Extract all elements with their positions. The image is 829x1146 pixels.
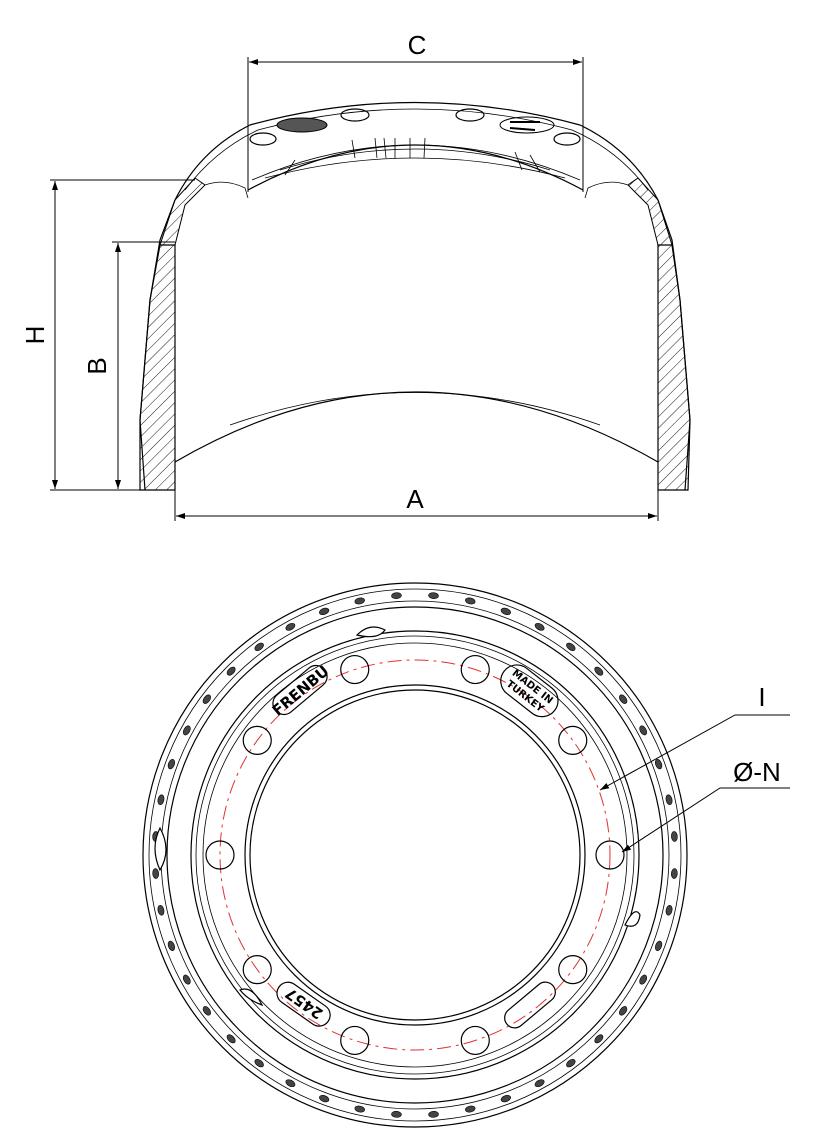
left-wall-section — [139, 244, 176, 491]
dimension-i: I — [599, 682, 790, 791]
rim-dot — [665, 794, 673, 805]
rim-dot — [566, 642, 576, 651]
dimension-c: C — [247, 30, 584, 192]
rim-dot — [152, 868, 159, 879]
bolt-hole — [340, 654, 370, 685]
rim-dot — [354, 1105, 365, 1113]
rim-dot — [391, 592, 402, 599]
bolt-holes — [205, 654, 625, 1056]
flange-outer — [190, 630, 640, 1080]
rim-dot — [391, 1111, 402, 1118]
dimension-label-n: Ø-N — [733, 757, 781, 787]
rim-inner-2 — [166, 606, 664, 1104]
rim-dot — [226, 1034, 236, 1044]
rim-dot — [654, 940, 663, 951]
rim-dot — [428, 592, 439, 599]
outer-rim-2 — [148, 588, 682, 1122]
rim-dot — [619, 694, 628, 704]
bolt-hole — [558, 725, 588, 755]
rim-dot — [654, 759, 663, 770]
hub-bore-outer — [244, 684, 586, 1026]
brand-embossing: FRENBU — [269, 662, 333, 720]
bolt-hole — [595, 840, 625, 870]
flange-inner-arc — [247, 144, 584, 191]
dimension-label-b: B — [82, 357, 112, 374]
hub-bore — [249, 689, 581, 1021]
dimension-label-i: I — [758, 682, 765, 712]
rim-dot — [500, 607, 511, 616]
rim-dot — [566, 1059, 576, 1068]
rim-dot — [157, 905, 165, 916]
bolt-circle-centerline — [219, 659, 611, 1051]
hub-opening-arc-2 — [279, 148, 551, 171]
rim-dot — [671, 868, 678, 879]
left-shoulder-section — [159, 177, 206, 246]
rim-dot — [167, 940, 176, 951]
rim-dot — [428, 1111, 439, 1118]
flange-outer-2 — [195, 635, 635, 1075]
rim-dot — [465, 597, 476, 605]
bolt-hole — [242, 725, 272, 755]
part-number-plate: 2457 — [276, 981, 331, 1027]
dimension-a: A — [174, 455, 659, 521]
dimension-label-h: H — [20, 326, 50, 345]
bolt-hole — [242, 955, 272, 985]
bolt-hole — [205, 840, 235, 870]
rim-dot — [157, 794, 165, 805]
rim-dots — [152, 592, 678, 1118]
side-embossing-plates — [276, 116, 555, 134]
shoulder-notches — [204, 181, 629, 199]
dimension-label-c: C — [408, 30, 427, 60]
flange-bolt-holes — [249, 108, 581, 146]
bottom-plan-view: FRENBU MADE IN TURKEY 2457 I Ø-N — [142, 582, 790, 1128]
bolt-hole — [460, 1025, 490, 1056]
right-shoulder-section — [627, 177, 673, 246]
rim-dot — [202, 1006, 211, 1016]
rim-dot — [639, 974, 648, 985]
hub-ribs — [284, 137, 541, 176]
dimension-label-a: A — [406, 484, 424, 514]
bolt-hole — [460, 654, 490, 685]
rim-dot — [465, 1105, 476, 1113]
rim-dot — [167, 759, 176, 770]
rim-dot — [319, 607, 330, 616]
outer-profile — [139, 101, 691, 491]
rim-dot — [285, 622, 296, 631]
rim-dot — [619, 1006, 628, 1016]
drum-bottom-edge — [174, 391, 659, 463]
rim-dot — [594, 666, 604, 676]
rim-dot — [285, 1079, 296, 1088]
drum-bottom-edge-2 — [229, 392, 601, 426]
rim-dot — [254, 642, 264, 651]
flange-outer-3 — [202, 642, 628, 1068]
slot — [504, 981, 556, 1029]
rim-dot — [182, 974, 191, 985]
rim-dot — [354, 597, 365, 605]
rim-inner — [160, 600, 670, 1110]
rim-dot — [202, 694, 211, 704]
dimension-h: H — [20, 179, 195, 491]
rim-dot — [594, 1034, 604, 1044]
rim-dot — [671, 831, 678, 842]
dimension-n: Ø-N — [621, 757, 790, 853]
dimension-b: B — [82, 241, 175, 489]
balance-tabs — [154, 626, 641, 1007]
outer-rim — [142, 582, 688, 1128]
rim-dot — [534, 1079, 545, 1088]
rim-dot — [254, 1059, 264, 1068]
rim-dot — [639, 725, 648, 736]
flange-inner-arc-2 — [251, 144, 581, 181]
rim-dot — [226, 666, 236, 676]
bolt-hole — [558, 955, 588, 985]
flange-outer-edge — [184, 108, 649, 191]
side-section-view: C H B A — [20, 30, 691, 521]
hub-opening-arc — [264, 157, 566, 179]
rim-dot — [182, 725, 191, 736]
rim-dot — [500, 1094, 511, 1103]
bolt-hole — [340, 1025, 370, 1056]
rim-dot — [319, 1094, 330, 1103]
rim-dot — [534, 622, 545, 631]
rim-dot — [665, 905, 673, 916]
